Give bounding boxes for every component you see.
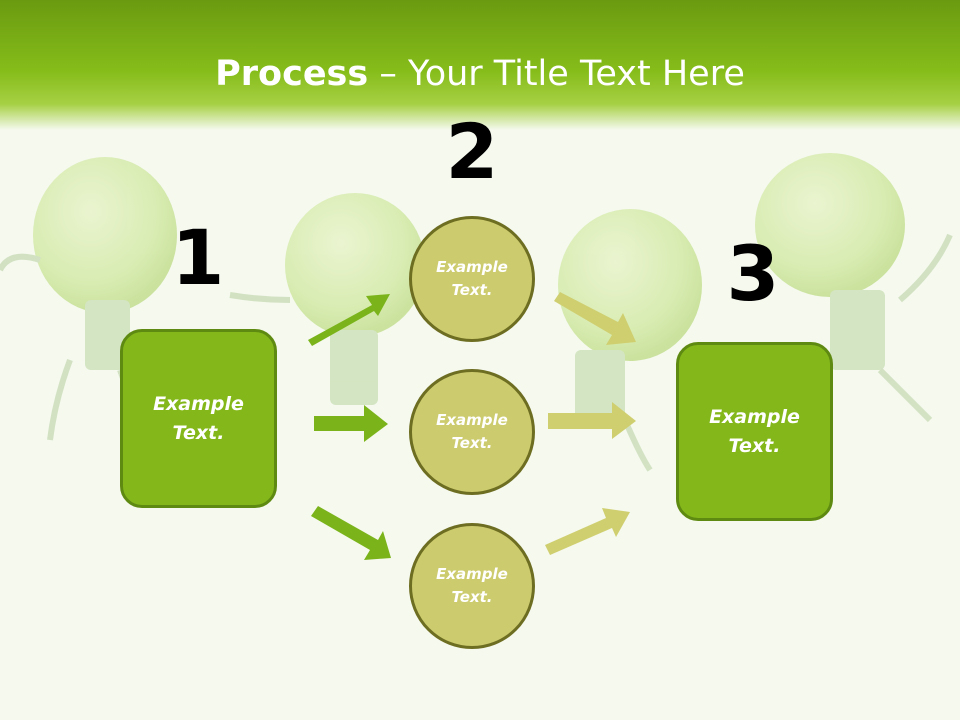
step-2-text-bottom: Example Text.: [436, 565, 508, 606]
step-1-text: Example Text.: [153, 392, 244, 444]
arrow-up-right-olive: [545, 508, 630, 555]
arrow-down-right-green: [311, 506, 391, 560]
step-2-circle-top[interactable]: Example Text.: [409, 216, 535, 342]
lightbulb-icon: [0, 157, 177, 451]
slide-title: Process – Your Title Text Here: [0, 52, 960, 96]
arrow-right-olive: [548, 402, 636, 439]
step-3-box[interactable]: Example Text.: [676, 342, 833, 521]
step-2-text-middle: Example Text.: [436, 411, 508, 452]
arrow-up-right-green: [308, 294, 390, 346]
step-2-circle-bottom[interactable]: Example Text.: [409, 523, 535, 649]
step-number-1: 1: [171, 213, 225, 302]
step-2-circle-middle[interactable]: Example Text.: [409, 369, 535, 495]
title-rest: – Your Title Text Here: [368, 54, 745, 94]
step-number-2: 2: [445, 107, 499, 196]
step-2-text-top: Example Text.: [436, 258, 508, 299]
lightbulb-icon: [229, 193, 425, 405]
arrow-down-right-olive: [554, 292, 636, 345]
step-1-box[interactable]: Example Text.: [120, 329, 277, 508]
arrow-right-green: [314, 405, 388, 442]
step-3-text: Example Text.: [709, 405, 800, 457]
title-bold: Process: [215, 54, 369, 94]
step-number-3: 3: [726, 229, 780, 318]
lightbulb-icon: [755, 153, 953, 423]
header-band: [0, 0, 960, 130]
